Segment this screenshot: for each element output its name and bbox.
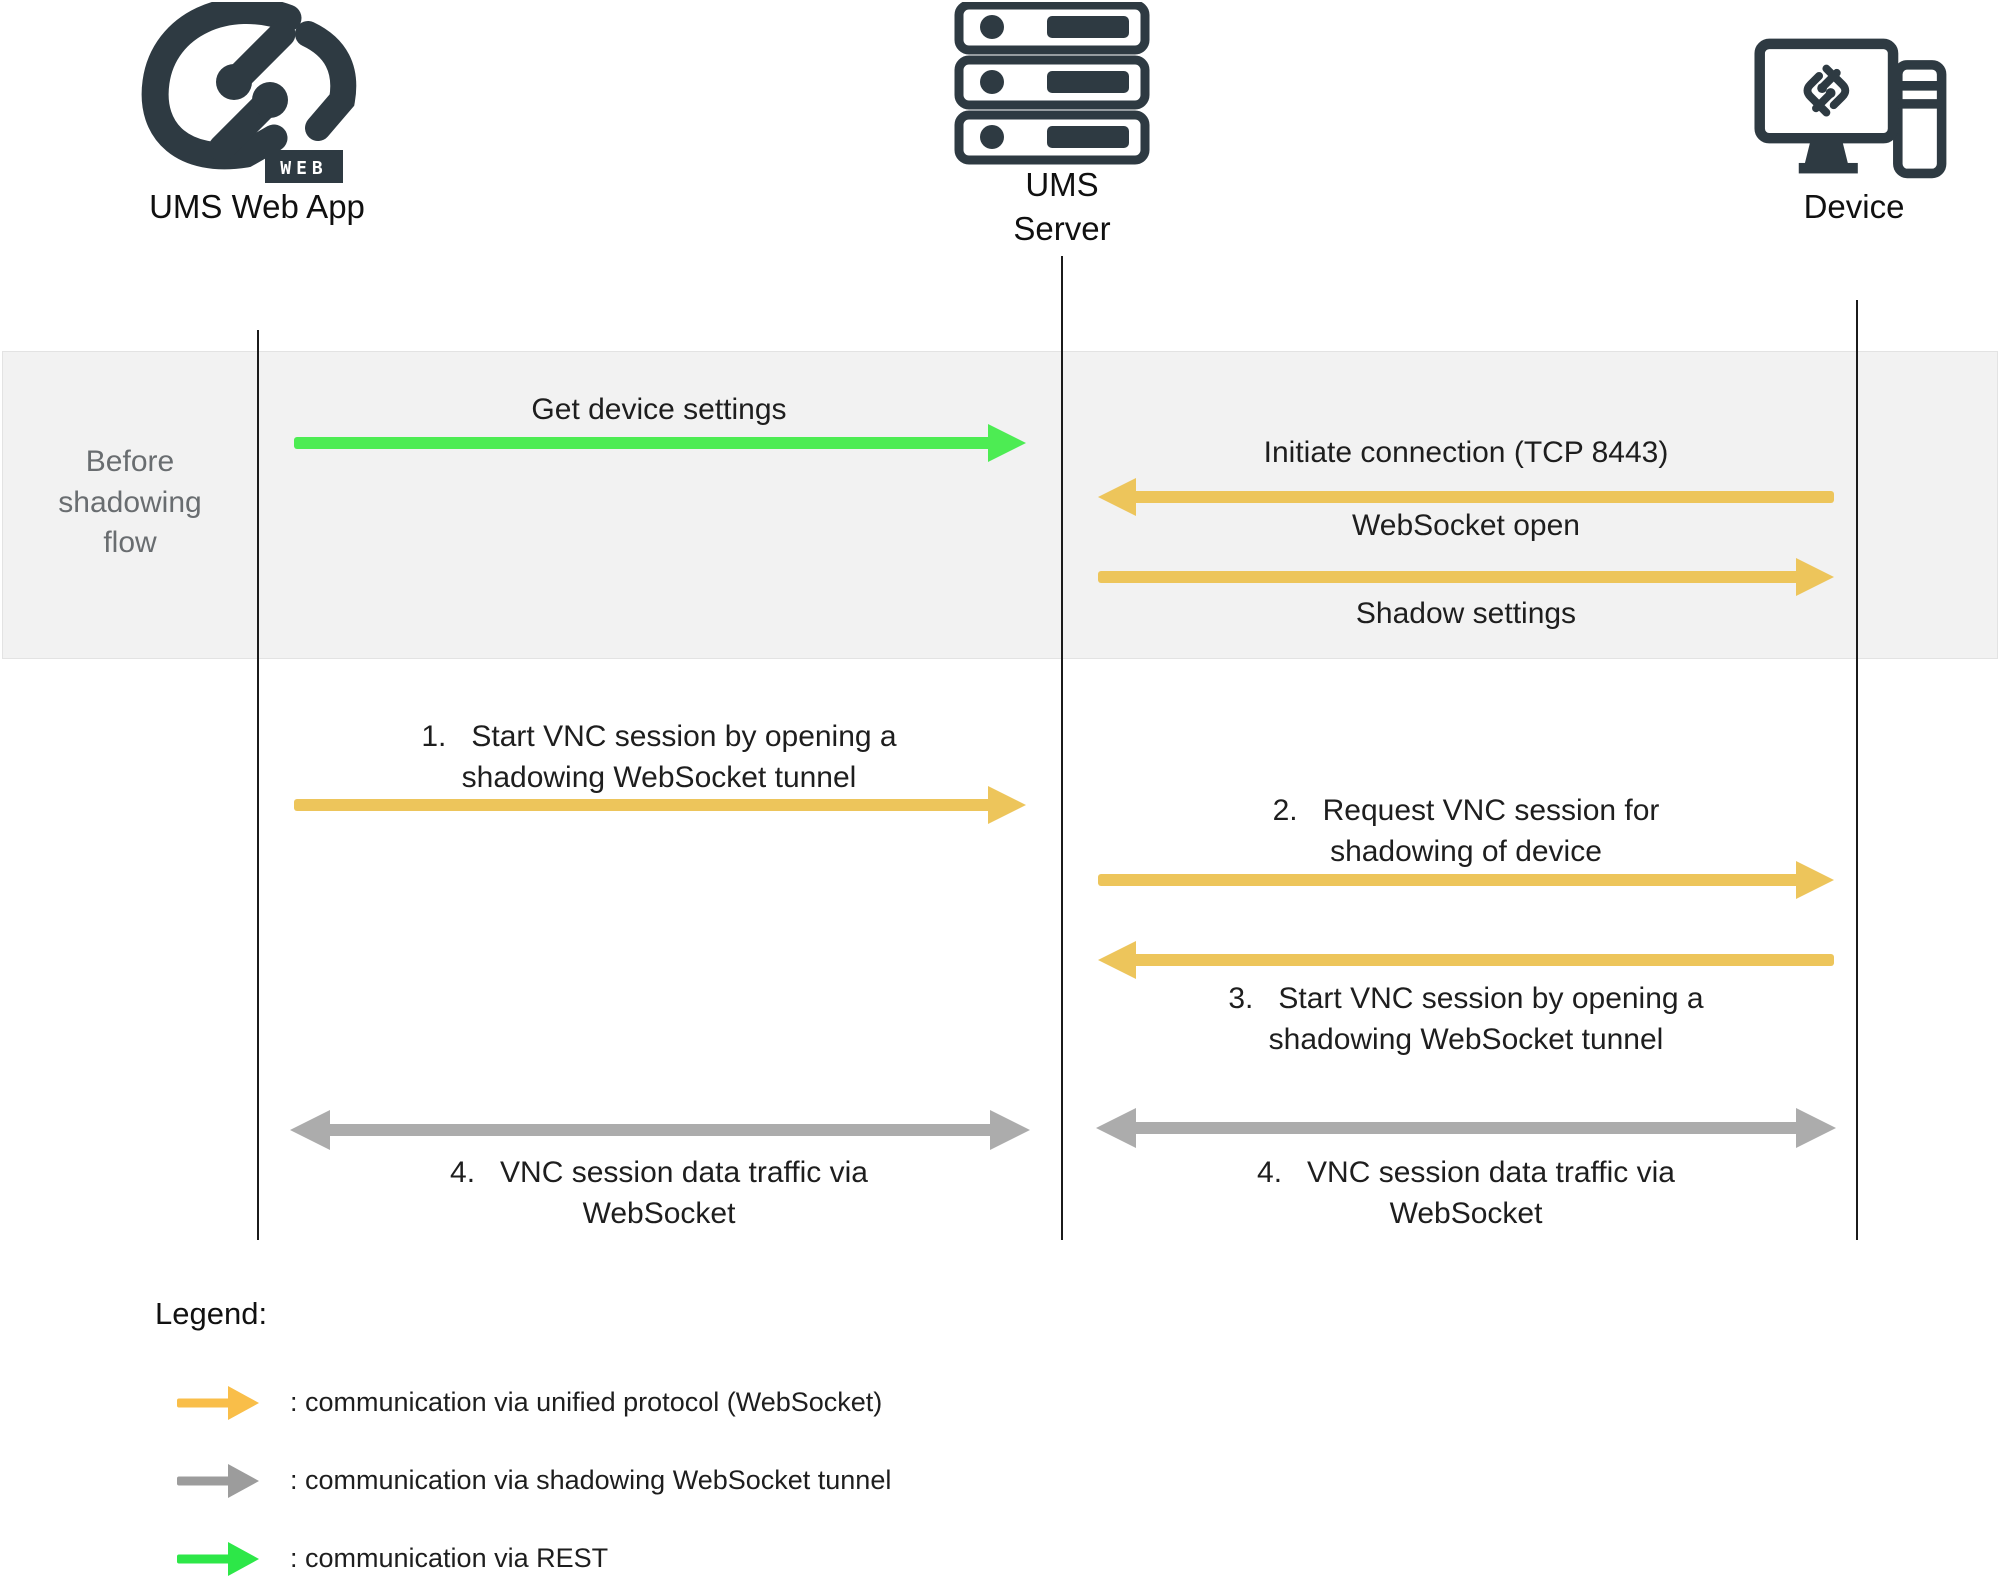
arrow-shaft [294, 437, 998, 449]
legend-title: Legend: [155, 1296, 268, 1331]
message-label-step4-left: 4. VNC session data traffic via WebSocke… [450, 1156, 868, 1231]
message-arrow-step1 [294, 785, 1026, 825]
message-arrow-step4-right [1096, 1108, 1836, 1148]
arrow-shaft [177, 1554, 237, 1564]
legend-arrow-tunnel [177, 1463, 259, 1499]
arrow-head-right [228, 1386, 259, 1420]
arrow-head-right [988, 424, 1026, 462]
arrow-head-right [1796, 861, 1834, 899]
arrow-shaft [1098, 874, 1806, 886]
server-stack-icon [952, 2, 1152, 167]
device-monitor-icon [1754, 38, 1954, 186]
lifeline-device [1856, 300, 1858, 1240]
message-arrow-initiate-connection [1098, 477, 1834, 517]
message-label-websocket-open: WebSocket open [1352, 509, 1580, 542]
arrow-shaft [1126, 491, 1834, 503]
arrow-head-right [1796, 1108, 1836, 1148]
arrow-shaft [294, 799, 998, 811]
participant-label-webapp: UMS Web App [149, 188, 365, 225]
message-label-step2: 2. Request VNC session for shadowing of … [1272, 794, 1660, 869]
arrow-head-right [990, 1110, 1030, 1150]
message-arrow-websocket-open [1098, 557, 1834, 597]
arrow-head-right [228, 1542, 259, 1576]
logo-badge-text: WEB [280, 158, 328, 179]
arrow-shaft [1098, 571, 1806, 583]
legend-arrow-rest [177, 1541, 259, 1577]
message-arrow-step3 [1098, 940, 1834, 980]
legend-label-tunnel: : communication via shadowing WebSocket … [290, 1465, 892, 1495]
message-label-step1: 1. Start VNC session by opening a shadow… [421, 720, 897, 795]
arrow-head-left [1096, 1108, 1136, 1148]
arrow-head-right [988, 786, 1026, 824]
legend-arrow-unified [177, 1385, 259, 1421]
message-label-step4-right: 4. VNC session data traffic via WebSocke… [1257, 1156, 1675, 1231]
arrow-shaft [320, 1124, 1000, 1136]
phase-band-label: Before shadowing flow [58, 445, 202, 559]
arrow-head-left [1098, 478, 1136, 516]
message-arrow-get-device-settings [294, 423, 1026, 463]
message-arrow-step4-left [290, 1110, 1030, 1150]
legend-label-unified: : communication via unified protocol (We… [290, 1387, 883, 1417]
message-label-step3: 3. Start VNC session by opening a shadow… [1228, 982, 1704, 1057]
arrow-head-right [228, 1464, 259, 1498]
arrow-head-left [290, 1110, 330, 1150]
participant-label-server: UMS Server [1013, 166, 1111, 247]
message-label-initiate-connection: Initiate connection (TCP 8443) [1263, 436, 1669, 469]
lifeline-server [1061, 256, 1063, 1240]
message-label-get-device-settings: Get device settings [531, 393, 787, 426]
message-arrow-step2 [1098, 860, 1834, 900]
legend-label-rest: : communication via REST [290, 1543, 609, 1573]
lifeline-webapp [257, 330, 259, 1240]
arrow-shaft [177, 1398, 237, 1408]
arrow-head-left [1098, 941, 1136, 979]
phase-band [2, 351, 1998, 659]
participant-label-device: Device [1803, 188, 1905, 225]
arrow-head-right [1796, 558, 1834, 596]
ums-web-app-logo-icon: WEB [128, 2, 368, 184]
arrow-shaft [177, 1476, 237, 1486]
arrow-shaft [1126, 1122, 1806, 1134]
message-label-shadow-settings: Shadow settings [1355, 597, 1577, 630]
arrow-shaft [1126, 954, 1834, 966]
